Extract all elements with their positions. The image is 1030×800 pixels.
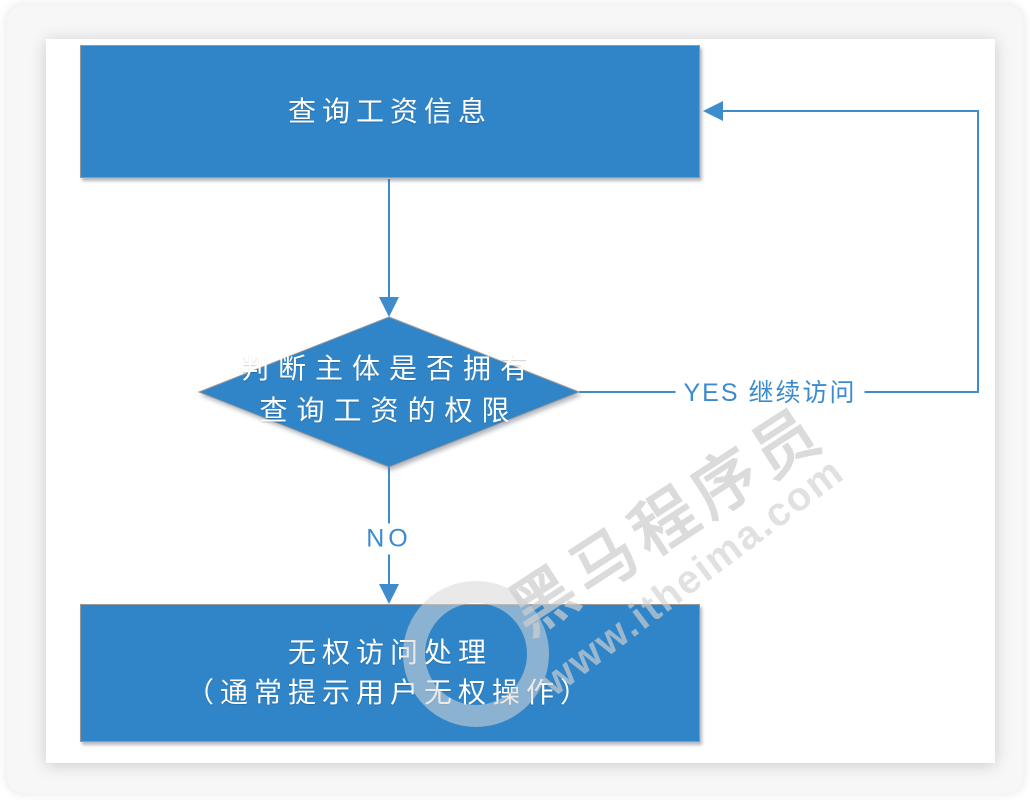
node-deny-line1: 无权访问处理	[287, 637, 492, 668]
decision-diamond	[197, 316, 581, 468]
arrow-down-icon	[379, 584, 399, 604]
decision-label-line1: 判断主体是否拥有	[240, 353, 537, 384]
node-deny-handling: 无权访问处理 （通常提示用户无权操作）	[80, 604, 700, 742]
edge-label-yes: YES 继续访问	[675, 372, 865, 410]
node-query-label: 查询工资信息	[287, 95, 492, 127]
edge-label-no: NO	[358, 523, 420, 555]
arrow-down-icon	[379, 297, 399, 317]
node-query-salary: 查询工资信息	[80, 45, 700, 178]
decision-label: 判断主体是否拥有 查询工资的权限	[209, 348, 569, 432]
node-deny-line2: （通常提示用户无权操作）	[185, 677, 594, 708]
arrow-left-icon	[703, 101, 723, 121]
decision-label-line2: 查询工资的权限	[259, 395, 519, 426]
